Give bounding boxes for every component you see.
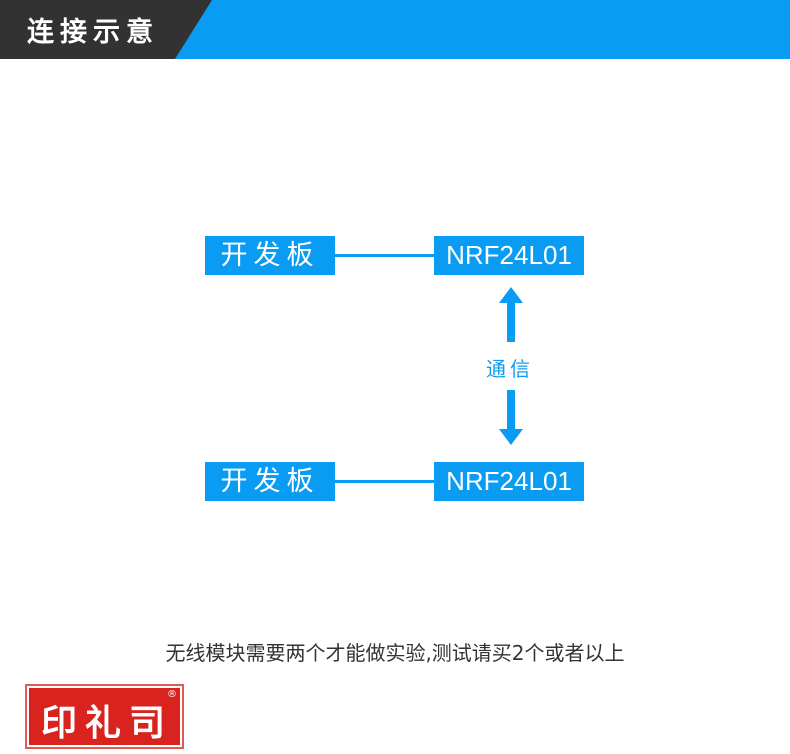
nrf-module-bottom: NRF24L01 bbox=[434, 462, 584, 501]
arrow-down-icon bbox=[499, 390, 523, 445]
communication-label: 通信 bbox=[486, 357, 534, 381]
connector-line-bottom bbox=[335, 480, 434, 483]
dev-board-top: 开发板 bbox=[205, 236, 335, 275]
dev-board-bottom: 开发板 bbox=[205, 462, 335, 501]
header-title-tab bbox=[0, 0, 212, 59]
purchase-note: 无线模块需要两个才能做实验,测试请买2个或者以上 bbox=[165, 641, 625, 665]
connector-line-top bbox=[335, 254, 434, 257]
nrf-module-top: NRF24L01 bbox=[434, 236, 584, 275]
header-title: 连接示意 bbox=[27, 17, 159, 48]
brand-logo: 印礼司 ® bbox=[25, 684, 184, 749]
logo-text: 印礼司 bbox=[41, 702, 174, 744]
arrow-up-icon bbox=[499, 287, 523, 342]
registered-mark: ® bbox=[167, 689, 177, 700]
